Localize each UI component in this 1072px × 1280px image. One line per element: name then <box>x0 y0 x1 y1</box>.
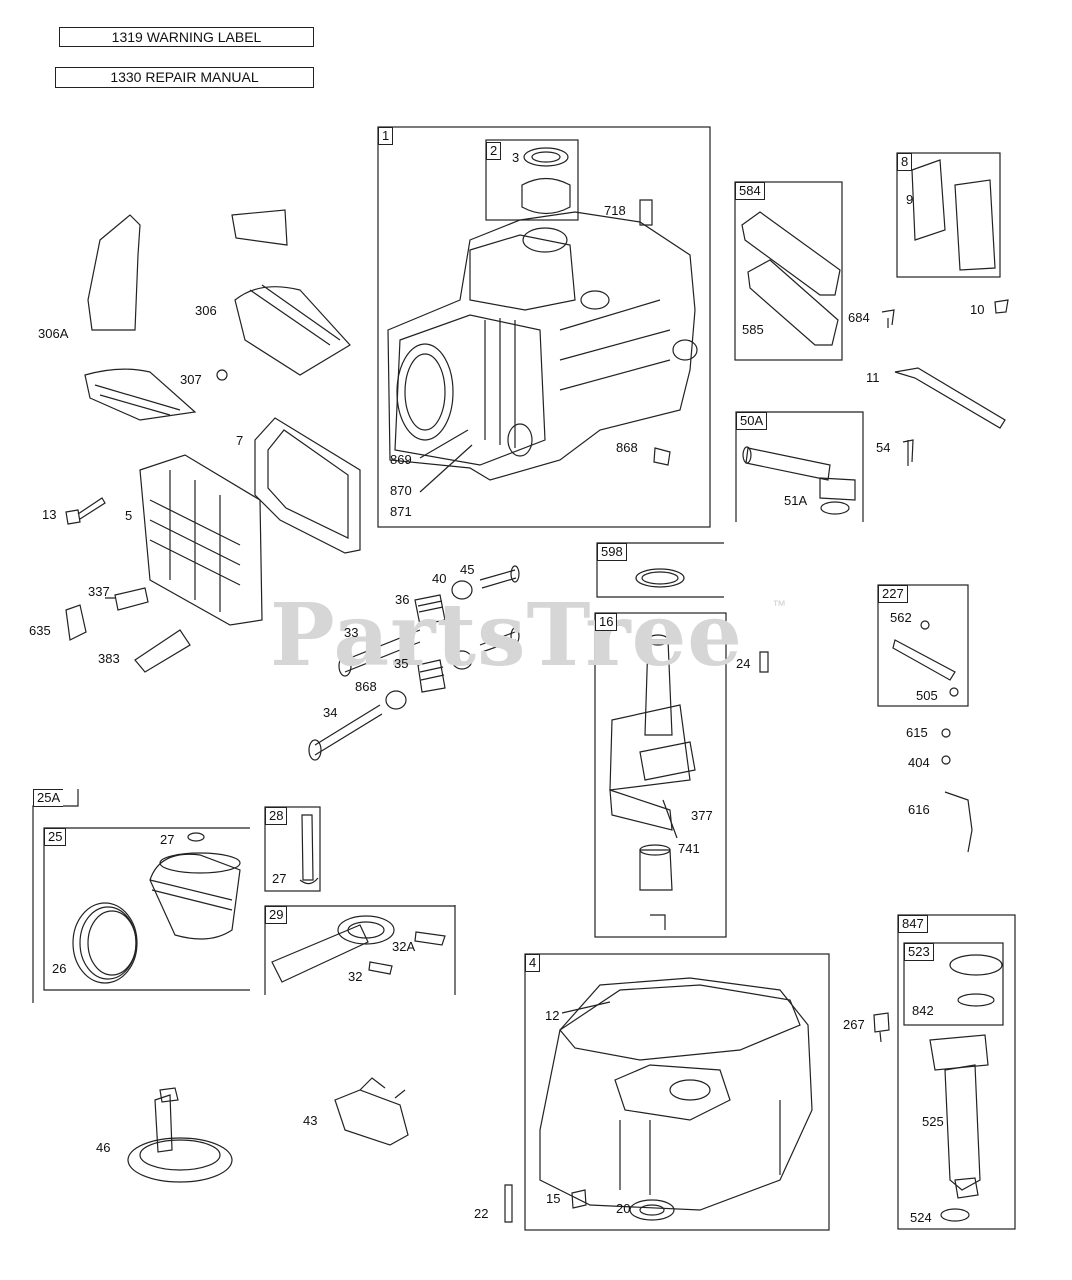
callout-34[interactable]: 34 <box>323 705 338 720</box>
group-box-50A <box>735 411 864 522</box>
group-label-1[interactable]: 1 <box>378 127 394 145</box>
callout-22[interactable]: 22 <box>474 1206 489 1221</box>
group-label-25[interactable]: 25 <box>44 828 67 846</box>
callout-741[interactable]: 741 <box>678 841 700 856</box>
callout-20[interactable]: 20 <box>616 1201 631 1216</box>
callout-13[interactable]: 13 <box>42 507 57 522</box>
callout-868-block[interactable]: 868 <box>616 440 638 455</box>
callout-33[interactable]: 33 <box>344 625 359 640</box>
callout-337[interactable]: 337 <box>88 584 110 599</box>
callout-54[interactable]: 54 <box>876 440 891 455</box>
callout-35[interactable]: 35 <box>394 656 409 671</box>
callout-616[interactable]: 616 <box>908 802 930 817</box>
callout-7[interactable]: 7 <box>236 433 244 448</box>
group-box-16 <box>594 612 727 938</box>
callout-51A[interactable]: 51A <box>784 493 808 508</box>
trademark-symbol: ™ <box>772 597 786 613</box>
callout-562[interactable]: 562 <box>890 610 912 625</box>
group-label-8[interactable]: 8 <box>897 153 913 171</box>
group-box-227 <box>877 584 969 707</box>
callout-24[interactable]: 24 <box>736 656 751 671</box>
group-label-29[interactable]: 29 <box>265 906 288 924</box>
repair-manual-text: 1330 REPAIR MANUAL <box>110 69 259 85</box>
group-box-28 <box>264 806 321 892</box>
callout-36[interactable]: 36 <box>395 592 410 607</box>
group-label-523[interactable]: 523 <box>904 943 934 961</box>
callout-27-pin[interactable]: 27 <box>272 871 287 886</box>
callout-525[interactable]: 525 <box>922 1114 944 1129</box>
group-label-16[interactable]: 16 <box>595 613 618 631</box>
repair-manual-box: 1330 REPAIR MANUAL <box>55 67 314 88</box>
callout-684[interactable]: 684 <box>848 310 870 325</box>
callout-635[interactable]: 635 <box>29 623 51 638</box>
callout-870[interactable]: 870 <box>390 483 412 498</box>
group-label-598[interactable]: 598 <box>597 543 627 561</box>
warning-label-box: 1319 WARNING LABEL <box>59 27 314 47</box>
cylinder-block-drawing <box>387 199 698 493</box>
callout-43[interactable]: 43 <box>303 1113 318 1128</box>
callout-615[interactable]: 615 <box>906 725 928 740</box>
callout-306[interactable]: 306 <box>195 303 217 318</box>
group-box-4 <box>524 953 830 1231</box>
group-label-584[interactable]: 584 <box>735 182 765 200</box>
callout-868-valve[interactable]: 868 <box>355 679 377 694</box>
group-label-2[interactable]: 2 <box>486 142 502 160</box>
group-box-523 <box>903 942 1004 1026</box>
callout-871[interactable]: 871 <box>390 504 412 519</box>
group-label-50A[interactable]: 50A <box>736 412 768 430</box>
group-box-1 <box>377 126 711 528</box>
group-box-25 <box>43 827 250 991</box>
callout-45-upper[interactable]: 45 <box>460 562 475 577</box>
callout-383[interactable]: 383 <box>98 651 120 666</box>
callout-26[interactable]: 26 <box>52 961 67 976</box>
callout-505[interactable]: 505 <box>916 688 938 703</box>
group-label-4[interactable]: 4 <box>525 954 541 972</box>
callout-307[interactable]: 307 <box>180 372 202 387</box>
warning-label-text: 1319 WARNING LABEL <box>111 29 262 45</box>
callout-842[interactable]: 842 <box>912 1003 934 1018</box>
callout-12[interactable]: 12 <box>545 1008 560 1023</box>
group-box-584 <box>734 181 843 361</box>
callout-32[interactable]: 32 <box>348 969 363 984</box>
callout-718[interactable]: 718 <box>604 203 626 218</box>
callout-15[interactable]: 15 <box>546 1191 561 1206</box>
callout-3[interactable]: 3 <box>512 150 520 165</box>
group-label-25A[interactable]: 25A <box>33 789 64 807</box>
group-box-598 <box>596 542 724 598</box>
group-label-227[interactable]: 227 <box>878 585 908 603</box>
callout-11[interactable]: 11 <box>866 370 880 385</box>
callout-9[interactable]: 9 <box>906 192 914 207</box>
callout-267[interactable]: 267 <box>843 1017 865 1032</box>
callout-46[interactable]: 46 <box>96 1140 111 1155</box>
group-box-847 <box>897 914 1016 1230</box>
callout-32A[interactable]: 32A <box>392 939 416 954</box>
callout-10[interactable]: 10 <box>970 302 985 317</box>
callout-306A[interactable]: 306A <box>38 326 69 341</box>
group-box-8 <box>896 152 1001 278</box>
callout-377[interactable]: 377 <box>691 808 713 823</box>
partstree-watermark: PartsTree <box>270 585 744 686</box>
group-box-2 <box>485 139 579 221</box>
callout-5[interactable]: 5 <box>125 508 133 523</box>
group-label-28[interactable]: 28 <box>265 807 288 825</box>
callout-869[interactable]: 869 <box>390 452 412 467</box>
callout-524[interactable]: 524 <box>910 1210 932 1225</box>
group-label-847[interactable]: 847 <box>898 915 928 933</box>
callout-404[interactable]: 404 <box>908 755 930 770</box>
callout-585[interactable]: 585 <box>742 322 764 337</box>
callout-27-piston[interactable]: 27 <box>160 832 175 847</box>
callout-40-upper[interactable]: 40 <box>432 571 447 586</box>
